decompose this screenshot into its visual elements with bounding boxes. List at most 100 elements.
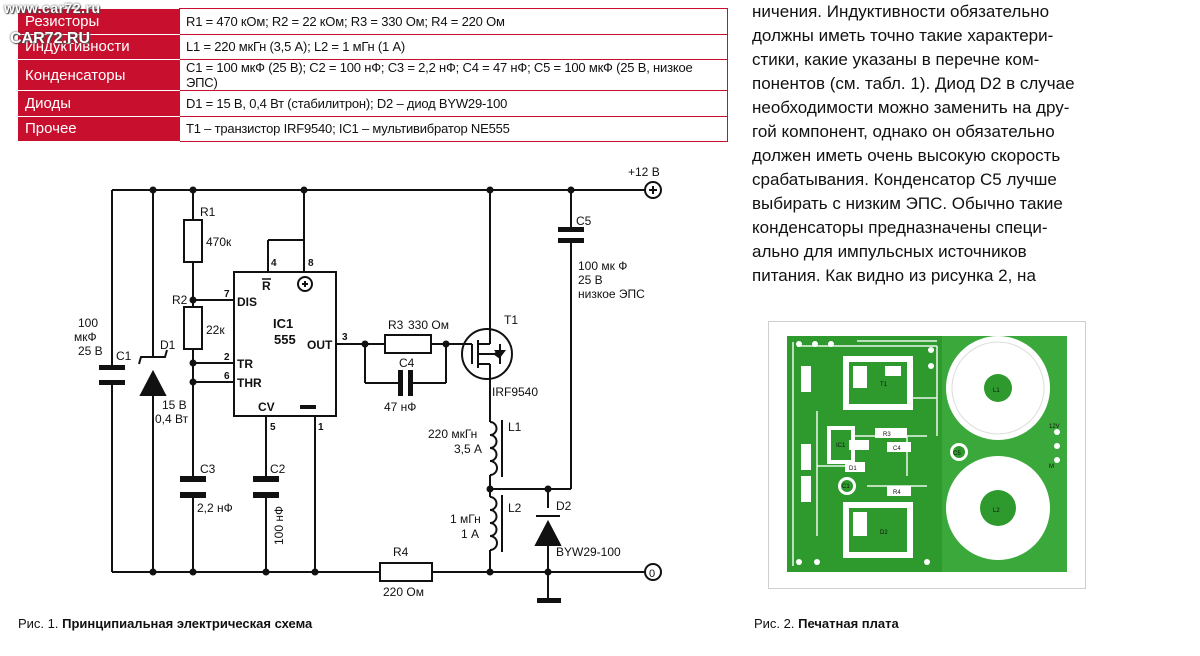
article-line: выбирать с низким ЭПС. Обычно такие bbox=[752, 194, 1063, 213]
article-line: конденсаторы предназначены специ- bbox=[752, 218, 1048, 237]
parts-category: Конденсаторы bbox=[18, 59, 180, 91]
article-line: ничения. Индуктивности обязательно bbox=[752, 2, 1050, 21]
caption-title: Принципиальная электрическая схема bbox=[62, 616, 313, 631]
d2-label: D2 bbox=[556, 499, 572, 513]
d1-value2: 0,4 Вт bbox=[155, 412, 189, 426]
r3-value: 330 Ом bbox=[408, 318, 449, 332]
c1-value3: 25 В bbox=[78, 344, 103, 358]
c5-value3: низкое ЭПС bbox=[578, 287, 645, 301]
pcb-12v-label: 12V bbox=[1049, 424, 1060, 430]
c4-label: C4 bbox=[399, 356, 415, 370]
pin-out: OUT bbox=[307, 338, 333, 352]
d1-value1: 15 В bbox=[162, 398, 187, 412]
parts-category: Диоды bbox=[18, 90, 180, 117]
pin-dis: DIS bbox=[237, 295, 257, 309]
article-line: срабатывания. Конденсатор C5 лучше bbox=[752, 170, 1057, 189]
pcb-c5-label: C5 bbox=[953, 451, 961, 457]
pin-thr: THR bbox=[237, 376, 262, 390]
pcb-d1-label: D1 bbox=[849, 466, 857, 472]
r1-value: 470к bbox=[206, 235, 232, 249]
c2-value: 100 нФ bbox=[272, 506, 286, 545]
pcb-ic1-label: IC1 bbox=[836, 443, 846, 449]
parts-value: R1 = 470 кОм; R2 = 22 кОм; R3 = 330 Ом; … bbox=[179, 8, 728, 35]
pcb-r3-label: R3 bbox=[883, 432, 891, 438]
pcb-l2-label: L2 bbox=[993, 508, 1000, 514]
pin-number: 5 bbox=[270, 422, 276, 433]
article-line: ально для импульсных источников bbox=[752, 242, 1027, 261]
r4-value: 220 Ом bbox=[383, 585, 424, 599]
c5-value1: 100 мк Ф bbox=[578, 259, 627, 273]
parts-value: L1 = 220 мкГн (3,5 А); L2 = 1 мГн (1 А) bbox=[179, 33, 728, 60]
pcb-r4-label: R4 bbox=[893, 490, 901, 496]
pin-number: 8 bbox=[308, 258, 314, 269]
d1-label: D1 bbox=[160, 338, 176, 352]
parts-category: Прочее bbox=[18, 115, 180, 142]
caption-prefix: Рис. 2. bbox=[754, 616, 795, 631]
figure-2-caption: Рис. 2. Печатная плата bbox=[754, 616, 899, 631]
t1-value: IRF9540 bbox=[492, 385, 538, 399]
figure-1-caption: Рис. 1. Принципиальная электрическая схе… bbox=[18, 616, 312, 631]
r4-label: R4 bbox=[393, 545, 409, 559]
article-line: необходимости можно заменить на дру- bbox=[752, 98, 1070, 117]
l1-value1: 220 мкГн bbox=[428, 427, 477, 441]
r1-label: R1 bbox=[200, 205, 216, 219]
c1-label: C1 bbox=[116, 349, 132, 363]
pin-tr: TR bbox=[237, 357, 253, 371]
l2-value2: 1 А bbox=[461, 527, 479, 541]
l2-value1: 1 мГн bbox=[450, 512, 481, 526]
pcb-c1-label: C1 bbox=[842, 484, 850, 490]
c1-value1: 100 bbox=[78, 316, 98, 330]
pcb-d2-label: D2 bbox=[880, 530, 888, 536]
circuit-schematic: +12 В 0 R1 470к R2 22к R3 330 Ом R4 220 … bbox=[74, 165, 662, 603]
parts-value: T1 – транзистор IRF9540; IC1 – мультивиб… bbox=[179, 115, 728, 142]
c5-label: C5 bbox=[576, 214, 592, 228]
r2-value: 22к bbox=[206, 323, 225, 337]
l2-label: L2 bbox=[508, 501, 522, 515]
d2-value: BYW29-100 bbox=[556, 545, 621, 559]
pin-number: 1 bbox=[318, 422, 324, 433]
supply-label: +12 В bbox=[628, 165, 660, 179]
caption-prefix: Рис. 1. bbox=[18, 616, 59, 631]
c2-label: C2 bbox=[270, 462, 286, 476]
article-line: гой компонент, однако он обязательно bbox=[752, 122, 1055, 141]
c3-label: C3 bbox=[200, 462, 216, 476]
pcb-c4-label: C4 bbox=[893, 446, 901, 452]
article-line: стики, какие указаны в перечне ком- bbox=[752, 50, 1040, 69]
pcb-m-label: M bbox=[1049, 464, 1054, 470]
ground-label: 0 bbox=[649, 568, 655, 580]
article-line: должны иметь точно такие характери- bbox=[752, 26, 1054, 45]
ic-type: 555 bbox=[274, 332, 296, 347]
parts-category: Резисторы bbox=[18, 8, 180, 35]
pcb-t1-label: T1 bbox=[880, 382, 888, 388]
parts-value: C1 = 100 мкФ (25 В); C2 = 100 нФ; C3 = 2… bbox=[179, 59, 728, 91]
r2-label: R2 bbox=[172, 293, 188, 307]
r3-label: R3 bbox=[388, 318, 404, 332]
pin-number: 4 bbox=[271, 258, 277, 269]
article-line: должен иметь очень высокую скорость bbox=[752, 146, 1061, 165]
pin-number: 3 bbox=[342, 332, 348, 343]
c3-value: 2,2 нФ bbox=[197, 501, 233, 515]
pin-number: 2 bbox=[224, 352, 230, 363]
c4-value: 47 нФ bbox=[384, 400, 416, 414]
article-line: понентов (см. табл. 1). Диод D2 в случае bbox=[752, 74, 1075, 93]
caption-title: Печатная плата bbox=[798, 616, 899, 631]
l1-label: L1 bbox=[508, 420, 522, 434]
pin-cv: CV bbox=[258, 400, 275, 414]
c5-value2: 25 В bbox=[578, 273, 603, 287]
l1-value2: 3,5 А bbox=[454, 442, 482, 456]
t1-label: T1 bbox=[504, 313, 518, 327]
watermark-site: CAR72.RU bbox=[10, 30, 91, 47]
ic-label: IC1 bbox=[273, 316, 293, 331]
pcb-l1-label: L1 bbox=[993, 388, 1000, 394]
watermark-url: www.car72.ru bbox=[4, 0, 101, 16]
pin-number: 6 bbox=[224, 371, 230, 382]
article-text: ничения. Индуктивности обязательно должн… bbox=[752, 0, 1102, 288]
pin-number: 7 bbox=[224, 289, 230, 300]
article-line: питания. Как видно из рисунка 2, на bbox=[752, 266, 1036, 285]
